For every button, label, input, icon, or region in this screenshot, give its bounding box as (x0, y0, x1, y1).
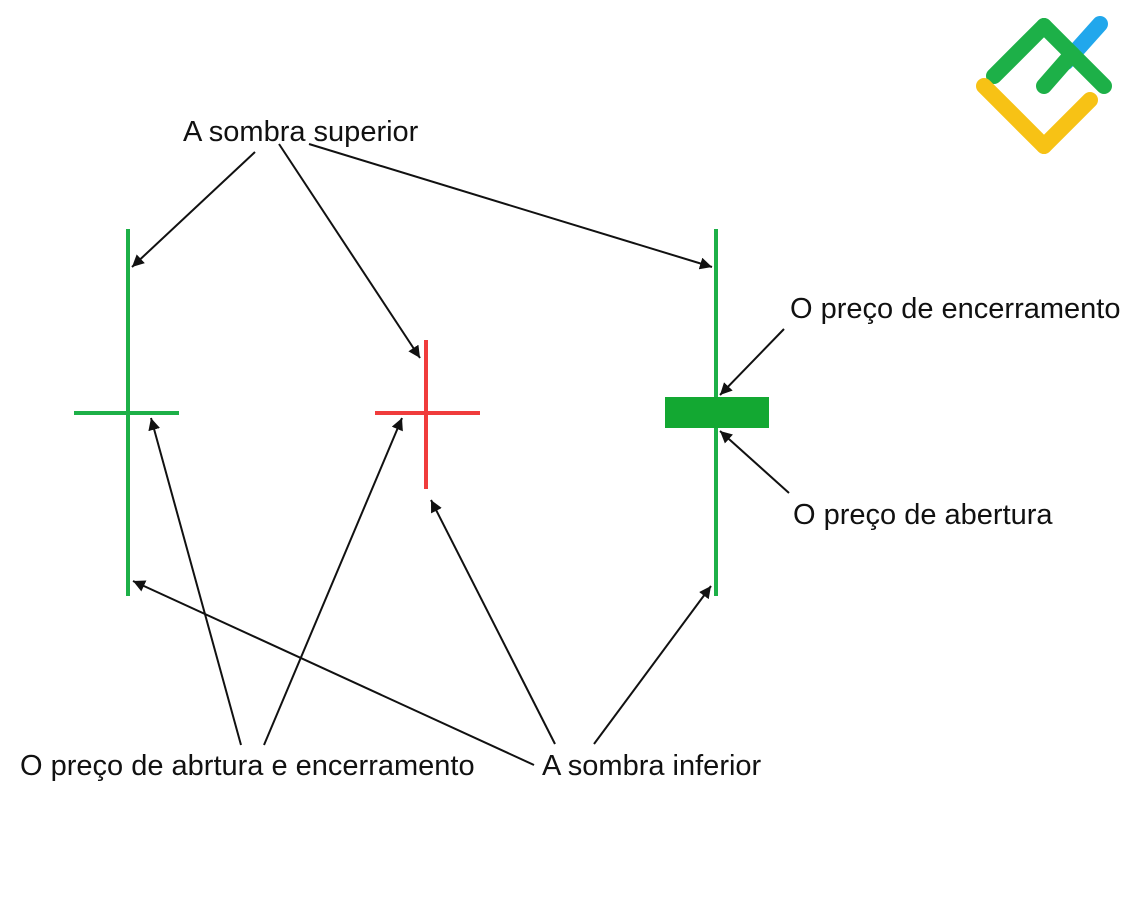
lower-shadow-arrows (132, 499, 712, 766)
open-close-arrows (148, 417, 403, 746)
arrow (593, 585, 712, 745)
arrow (263, 417, 403, 746)
opening-price-label: O preço de abertura (793, 499, 1053, 531)
arrow (719, 430, 790, 494)
arrow (719, 328, 785, 396)
arrow (148, 417, 242, 746)
arrow (430, 499, 556, 745)
green-doji-candle (74, 229, 179, 596)
price-arrows (719, 328, 790, 494)
closing-price-label: O preço de encerramento (790, 293, 1120, 325)
arrow (132, 580, 535, 766)
lower-shadow-label: A sombra inferior (542, 750, 762, 782)
upper-shadow-label: A sombra superior (183, 116, 419, 148)
arrow (308, 143, 713, 270)
brand-logo-icon (976, 16, 1112, 154)
arrow (278, 143, 421, 359)
upper-shadow-arrows (131, 143, 713, 359)
arrow (131, 151, 256, 268)
green-candle (665, 229, 769, 596)
red-doji-candle (375, 340, 480, 489)
open-close-price-label: O preço de abrtura e encerramento (20, 750, 475, 782)
green-candle-body (665, 397, 769, 428)
